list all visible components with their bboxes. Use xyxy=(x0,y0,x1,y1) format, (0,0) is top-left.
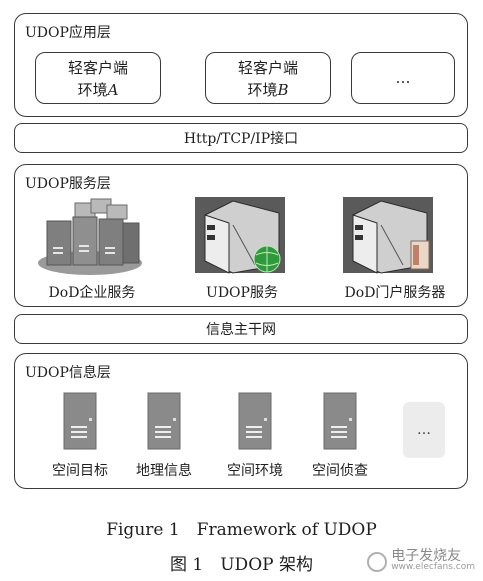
client-environment-b: 轻客户端 环境B xyxy=(205,52,331,104)
service-label-dod-enterprise: DoD企业服务 xyxy=(48,285,136,301)
client-b-line1: 轻客户端 xyxy=(237,59,298,77)
server-tower-icon xyxy=(323,392,357,450)
watermark: 电子发烧友 www.elecfans.com xyxy=(367,548,475,573)
watermark-text: 电子发烧友 www.elecfans.com xyxy=(391,548,475,573)
service-label-udop: UDOP服务 xyxy=(206,285,278,301)
server-rack-portal-icon xyxy=(343,197,433,274)
info-more-box: … xyxy=(403,402,445,458)
interface-bar: Http/TCP/IP接口 xyxy=(14,123,468,153)
server-tower-icon xyxy=(63,392,97,450)
client-environment-a: 轻客户端 环境A xyxy=(35,52,161,104)
service-layer-title: UDOP服务层 xyxy=(25,176,111,192)
backbone-bar-label: 信息主干网 xyxy=(206,322,276,338)
info-label-geo-info: 地理信息 xyxy=(136,463,192,479)
application-layer: UDOP应用层 轻客户端 环境A 轻客户端 环境B … xyxy=(14,13,468,117)
service-label-dod-portal: DoD门户服务器 xyxy=(344,285,446,301)
watermark-logo-icon xyxy=(367,552,388,572)
backbone-bar: 信息主干网 xyxy=(14,314,468,344)
watermark-big: 电子发烧友 xyxy=(391,548,462,564)
information-layer: UDOP信息层 空间目标 地理信息 空间环境 空间侦查 xyxy=(14,353,468,489)
watermark-small: www.elecfans.com xyxy=(391,562,475,572)
interface-bar-label: Http/TCP/IP接口 xyxy=(183,131,299,147)
client-more: … xyxy=(351,52,455,104)
server-cluster-icon xyxy=(38,198,142,275)
client-b-line2: 环境B xyxy=(247,81,289,99)
information-layer-title: UDOP信息层 xyxy=(25,365,111,381)
client-a-line1: 轻客户端 xyxy=(67,59,128,77)
info-label-space-recon: 空间侦查 xyxy=(312,463,368,479)
application-layer-title: UDOP应用层 xyxy=(25,25,111,41)
info-label-space-environment: 空间环境 xyxy=(227,463,283,479)
caption-chinese: 图 1 UDOP 架构 xyxy=(170,555,313,575)
server-rack-globe-icon xyxy=(195,197,285,274)
client-more-ellipsis: … xyxy=(395,69,411,87)
client-a-line2: 环境A xyxy=(77,81,119,99)
server-tower-icon xyxy=(238,392,272,450)
info-label-space-target: 空间目标 xyxy=(52,463,108,479)
server-tower-icon xyxy=(147,392,181,450)
caption-english: Figure 1 Framework of UDOP xyxy=(106,520,377,540)
info-more-ellipsis: … xyxy=(417,422,431,438)
service-layer: UDOP服务层 DoD企业服务 UDO xyxy=(14,164,468,307)
